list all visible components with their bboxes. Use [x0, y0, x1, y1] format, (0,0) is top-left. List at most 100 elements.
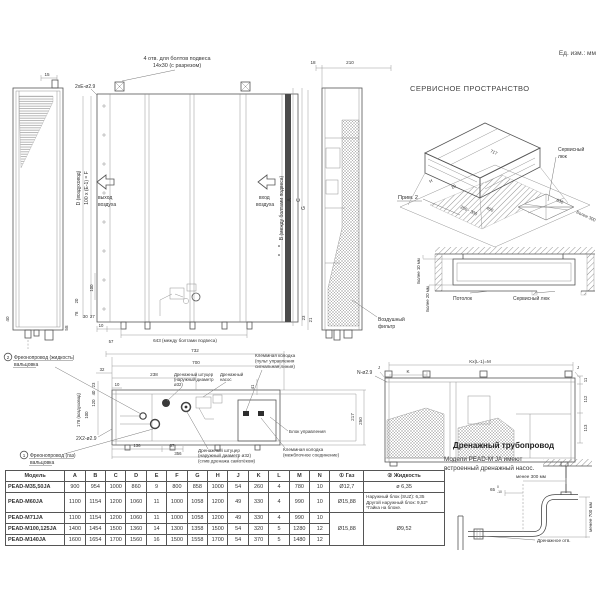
bolt-note-line2: 14x30 (с разрезом)	[153, 63, 201, 69]
table-cell: Ø9,52	[363, 511, 445, 546]
ceiling-section-view: Более 10 мм Более 20 мм Потолок Сервисны…	[416, 247, 595, 312]
ceiling-section-linework	[422, 247, 595, 296]
table-cell: 1700	[105, 533, 127, 546]
table-cell: Ø15,88	[329, 511, 365, 546]
tolerance-label: 0	[497, 485, 499, 489]
table-cell: 1500	[105, 522, 127, 535]
bolt-span-dim: 643 (между болтами подвеса)	[153, 338, 217, 343]
service-hatch-label: Сервисный люк	[513, 295, 550, 302]
dim-label: 65	[490, 487, 496, 492]
dim-label: 112	[583, 395, 588, 402]
table-cell: PEAD-M71JA	[4, 511, 66, 524]
dim-label: 356	[174, 451, 182, 456]
dim-label: 10	[115, 382, 120, 387]
table-cell: 1060	[125, 511, 147, 524]
dim-label: 717	[490, 148, 499, 156]
drain-note-line1: Модели PEAD-M JA имеют	[444, 456, 523, 463]
dim-label: 27	[90, 314, 95, 319]
dim-label: 21	[308, 317, 313, 322]
table-cell: 1100	[64, 492, 86, 513]
dim-label: 41	[250, 384, 255, 389]
table-cell: 860	[125, 481, 147, 493]
right-side-view: 18 210 G 21 Воздушный фильтр	[301, 60, 405, 341]
holes-label: N-ø2.9	[357, 370, 373, 376]
dim-label: K	[406, 369, 410, 374]
drain-fitting-label: Дренажный штуцер	[198, 447, 240, 453]
air-outlet-label: выход	[98, 195, 112, 201]
table-cell: 954	[84, 481, 107, 493]
dim-label: 100	[89, 284, 94, 292]
dim-label: 78	[74, 311, 79, 316]
dim-label: 40	[91, 390, 96, 395]
column-header: B	[84, 470, 107, 482]
bottom-holes-view: N-ø2.9 Kx(L-1)=M K J J 11 112 113	[357, 359, 588, 467]
drain-note-line2: встроенный дренажный насос.	[444, 465, 535, 473]
column-header: D	[125, 470, 147, 482]
terminal-block-label: (межблочное соединение)	[283, 453, 340, 458]
table-cell: Ø12,7	[329, 481, 365, 493]
table-cell: 1280	[288, 522, 311, 535]
table-cell: 1154	[84, 511, 107, 524]
table-cell: 4	[268, 481, 290, 493]
dim-label: 20	[74, 298, 79, 303]
dim-label: 136	[133, 443, 141, 448]
dim-label: 18	[310, 60, 316, 65]
drain-piping-title: Дренажный трубопровод	[453, 441, 555, 450]
table-cell: PEAD-M140JA	[4, 533, 66, 546]
table-cell: 330	[247, 492, 270, 513]
table-cell: 4	[268, 492, 290, 513]
column-header: K	[247, 470, 270, 482]
table-cell: 1700	[207, 533, 229, 546]
leader-line	[547, 156, 557, 202]
service-space-title: СЕРВИСНОЕ ПРОСТРАНСТВО	[410, 84, 530, 93]
liquid-note-line: Наружный блок (SUZ): 6,35	[366, 494, 425, 499]
table-cell: 1480	[288, 533, 311, 546]
dim-label: 217	[350, 413, 355, 421]
air-inlet-label: вход	[259, 195, 270, 201]
dim-label: 15	[44, 72, 50, 77]
drain-fitting-label: (слив дренажа самотёком)	[198, 459, 255, 464]
drain-pump-label: Дренажный	[220, 372, 244, 377]
column-header: L	[268, 470, 290, 482]
left-side-view-linework	[12, 75, 64, 349]
left-side-view: 15 40 58	[5, 72, 69, 349]
table-cell: 990	[288, 511, 311, 524]
dim-label: 30	[83, 314, 88, 319]
table-cell: 49	[227, 511, 249, 524]
connections-view: 2 Фреонопровод (жидкость) вальцовка 1 Фр…	[3, 348, 366, 466]
dim-label: C	[296, 198, 302, 202]
table-cell: 330	[247, 511, 270, 524]
table-cell: 54	[227, 522, 249, 535]
control-box-label: Блок управления	[289, 429, 326, 434]
dim-label: 100	[84, 411, 89, 419]
drain-piping-note: Модели PEAD-M JA имеют встроенный дренаж…	[444, 455, 559, 473]
table-cell: 1200	[207, 492, 229, 513]
table-cell: ø 6,35	[363, 481, 445, 493]
tolerance-label: -10	[497, 490, 502, 494]
table-cell: 1600	[64, 533, 86, 546]
air-filter-label: фильтр	[378, 324, 395, 330]
column-header: E	[145, 470, 168, 482]
table-cell: 1058	[186, 511, 209, 524]
table-cell: PEAD-M60JA	[4, 492, 66, 513]
table-cell: 14	[145, 522, 168, 535]
table-cell: 54	[227, 533, 249, 546]
column-header: ① Газ	[329, 470, 365, 482]
table-cell: 1654	[84, 533, 107, 546]
table-cell: 780	[288, 481, 311, 493]
table-cell: 10	[309, 481, 331, 493]
dim-label: A	[287, 198, 293, 202]
bottom-holes-linework	[374, 362, 583, 467]
drain-pump-label: насос	[220, 377, 232, 382]
table-cell: 10	[309, 511, 331, 524]
callout-number: 1	[23, 453, 26, 458]
dim-label: менее 700 мм	[588, 502, 593, 532]
terminal-block-label: (пульт управления	[255, 359, 295, 364]
holes-label: 2xE-ø2.9	[75, 84, 96, 90]
table-cell: 1000	[166, 511, 188, 524]
